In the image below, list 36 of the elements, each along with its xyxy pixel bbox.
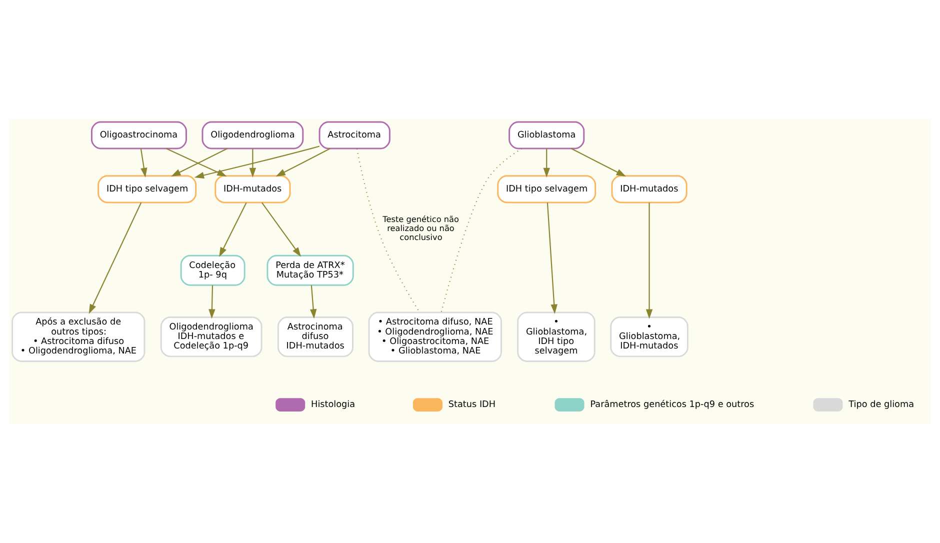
edge-label: Teste genético não realizado ou não conclusivo xyxy=(382,214,459,242)
arrow xyxy=(88,202,142,314)
arrow xyxy=(219,202,247,258)
node-box: Oligoastrocinoma xyxy=(90,121,187,150)
legend-label: Tipo de glioma xyxy=(848,400,914,410)
node-box: Perda de ATRX* Mutação TP53* xyxy=(266,254,354,286)
legend-label: Histologia xyxy=(311,400,356,410)
legend-label: Parâmetros genéticos 1p-q9 e outros xyxy=(590,400,754,410)
node-box: IDH tipo selvagem xyxy=(497,175,596,204)
node-box: IDH-mutados xyxy=(611,175,688,204)
node-box: • Glioblastoma, IDH tipo selvagem xyxy=(517,312,596,362)
connector xyxy=(440,148,522,312)
arrow xyxy=(208,285,216,319)
node-box: Glioblastoma xyxy=(508,121,585,150)
node-box: Astrocinoma difuso IDH-mutados xyxy=(277,316,354,358)
legend-label: Status IDH xyxy=(448,400,496,410)
arrow xyxy=(276,148,330,177)
connector xyxy=(356,148,420,313)
node-box: Oligodendroglioma xyxy=(202,121,304,150)
node-box: Após a exclusão de outros tipos: • Astrocitoma difuso • Oligodendroglioma, NAE xyxy=(12,312,146,362)
arrow xyxy=(546,202,558,314)
node-box: Oligodendroglioma IDH-mutados e Codeleção 1p-q9 xyxy=(160,316,262,358)
node-box: • Glioblastoma, IDH-mutados xyxy=(610,316,688,358)
node-box: IDH-mutados xyxy=(214,175,291,204)
arrow xyxy=(249,148,256,178)
arrow xyxy=(140,148,148,178)
node-box: IDH tipo selvagem xyxy=(98,175,197,204)
arrow xyxy=(262,202,302,257)
arrow xyxy=(646,202,653,319)
arrow xyxy=(570,148,626,177)
node-box: Astrocitoma xyxy=(318,121,390,150)
node-box: Codeleção 1p- 9q xyxy=(180,254,246,286)
node-box: • Astrocitoma difuso, NAE • Oligodendroglioma, NAE • Oligoastrocitoma, NAE • Glioblastoma, NAE xyxy=(368,312,502,362)
arrow xyxy=(310,285,317,319)
arrow xyxy=(543,148,550,178)
arrow xyxy=(194,146,320,179)
